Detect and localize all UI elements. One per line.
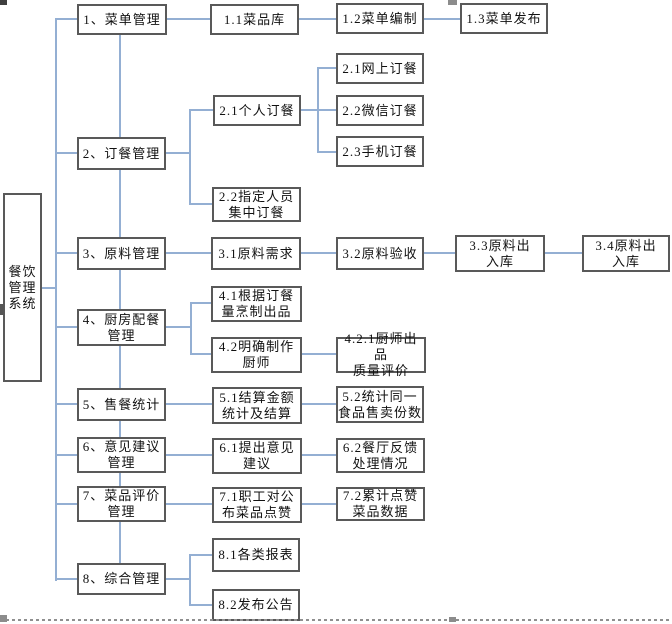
node-same-food-sales-count[interactable]: 5.2统计同一 食品售卖份数 — [336, 386, 424, 423]
node-sales-statistics[interactable]: 5、售餐统计 — [77, 388, 166, 421]
node-staff-like-dishes[interactable]: 7.1职工对公 布菜品点赞 — [212, 487, 302, 523]
connector-junction-n2_2_group — [191, 203, 212, 205]
connector-n5-n6-vertical — [119, 421, 121, 437]
connector-n2_1_personal-junction — [301, 109, 317, 111]
connector-n4-junction-vertical — [190, 302, 192, 355]
node-submit-suggestions[interactable]: 6.1提出意见 建议 — [212, 438, 302, 474]
connector-junction-n4_1 — [192, 302, 211, 304]
connector-trunk-n1 — [57, 18, 77, 20]
connector-n1-n1_1 — [167, 18, 210, 20]
node-material-acceptance[interactable]: 3.2原料验收 — [336, 237, 424, 270]
connector-n7_1-n7_2 — [302, 503, 336, 505]
connector-trunk-n6 — [57, 454, 77, 456]
node-root[interactable]: 餐饮 管理 系统 — [3, 193, 42, 382]
connector-n2-junction-vertical — [189, 109, 191, 205]
connector-n2_1-junction-vertical — [317, 67, 319, 153]
connector-trunk-n2 — [57, 152, 77, 154]
connector-n3-n4-vertical — [119, 270, 121, 309]
connector-junction-n8_1 — [191, 554, 212, 556]
connector-n7-n8-vertical — [119, 522, 121, 563]
connector-junction-n4_2 — [192, 353, 211, 355]
connector-n6-n6_1 — [166, 454, 212, 456]
connector-junction-n2_2_wechat — [319, 109, 336, 111]
connector-n6-n7-vertical — [119, 473, 121, 486]
node-settlement-statistics[interactable]: 5.1结算金额 统计及结算 — [212, 387, 302, 424]
node-publish-announcement[interactable]: 8.2发布公告 — [212, 589, 300, 621]
connector-n1_2-n1_3 — [424, 18, 460, 20]
connector-n8-junction-vertical — [189, 554, 191, 606]
node-kitchen-management[interactable]: 4、厨房配餐 管理 — [77, 309, 166, 346]
connector-n8-junction — [166, 578, 191, 580]
node-mobile-order[interactable]: 2.3手机订餐 — [336, 136, 424, 167]
node-restaurant-feedback-handling[interactable]: 6.2餐厅反馈 处理情况 — [336, 438, 425, 473]
connector-n3_2-n3_3 — [424, 252, 455, 254]
bottom-left-handle-icon — [0, 615, 7, 622]
connector-trunk-n4 — [57, 326, 77, 328]
connector-n1_1-n1_2 — [299, 18, 336, 20]
node-wechat-order[interactable]: 2.2微信订餐 — [336, 95, 424, 126]
connector-n1-n2-vertical — [119, 35, 121, 137]
connector-junction-n2_1_online — [319, 67, 336, 69]
connector-trunk-n3 — [57, 252, 77, 254]
node-group-order[interactable]: 2.2指定人员 集中订餐 — [212, 187, 301, 222]
connector-n2-junction — [166, 152, 191, 154]
node-material-inout-2[interactable]: 3.4原料出 入库 — [582, 235, 670, 272]
connector-n2-n3-vertical — [119, 170, 121, 237]
node-chef-quality-evaluation[interactable]: 4.2.1厨师出品 质量评价 — [336, 331, 426, 378]
node-menu-publish[interactable]: 1.3菜单发布 — [460, 3, 548, 34]
bottom-edge-handle-icon — [449, 617, 456, 622]
node-accumulated-likes-data[interactable]: 7.2累计点赞 菜品数据 — [336, 487, 425, 521]
left-edge-handle-icon — [0, 304, 4, 315]
connector-n4-n5-vertical — [119, 346, 121, 388]
connector-root-trunk — [41, 287, 55, 289]
connector-n5_1-n5_2 — [302, 403, 336, 405]
connector-trunk — [55, 18, 57, 581]
node-feedback-management[interactable]: 6、意见建议 管理 — [77, 437, 166, 473]
node-reports[interactable]: 8.1各类报表 — [212, 538, 300, 572]
node-online-order[interactable]: 2.1网上订餐 — [336, 53, 424, 84]
node-general-management[interactable]: 8、综合管理 — [77, 563, 166, 595]
connector-n6_1-n6_2 — [302, 454, 336, 456]
connector-n7-n7_1 — [166, 503, 212, 505]
connector-junction-n8_2 — [191, 604, 212, 606]
connector-trunk-n7 — [57, 503, 77, 505]
connector-trunk-n5 — [57, 403, 77, 405]
node-material-demand[interactable]: 3.1原料需求 — [211, 237, 301, 270]
connector-n4_2-n4_2_1 — [302, 353, 336, 355]
connector-n3_1-n3_2 — [301, 252, 336, 254]
connector-n3_3-n3_4 — [545, 252, 582, 254]
connector-n3-n3_1 — [166, 252, 211, 254]
corner-handle-icon — [0, 0, 7, 5]
node-menu-compilation[interactable]: 1.2菜单编制 — [336, 3, 424, 34]
connector-junction-n2_1_personal — [191, 109, 213, 111]
node-dish-evaluation-management[interactable]: 7、菜品评价 管理 — [77, 486, 166, 522]
node-cook-by-orders[interactable]: 4.1根据订餐 量烹制出品 — [211, 286, 302, 322]
connector-trunk-n8 — [57, 578, 77, 580]
node-assign-chef[interactable]: 4.2明确制作 厨师 — [211, 337, 302, 373]
top-edge-handle-icon — [448, 0, 457, 5]
connector-junction-n2_3_mobile — [319, 151, 336, 153]
connector-n4-junction — [166, 326, 191, 328]
node-material-inout-1[interactable]: 3.3原料出 入库 — [455, 235, 545, 272]
node-menu-management[interactable]: 1、菜单管理 — [77, 4, 167, 35]
connector-n5-n5_1 — [166, 403, 212, 405]
page-margin-dashed-line — [0, 619, 672, 621]
node-material-management[interactable]: 3、原料管理 — [77, 237, 166, 270]
node-order-management[interactable]: 2、订餐管理 — [77, 137, 166, 170]
node-dish-library[interactable]: 1.1菜品库 — [210, 4, 299, 35]
node-personal-order[interactable]: 2.1个人订餐 — [213, 95, 301, 126]
